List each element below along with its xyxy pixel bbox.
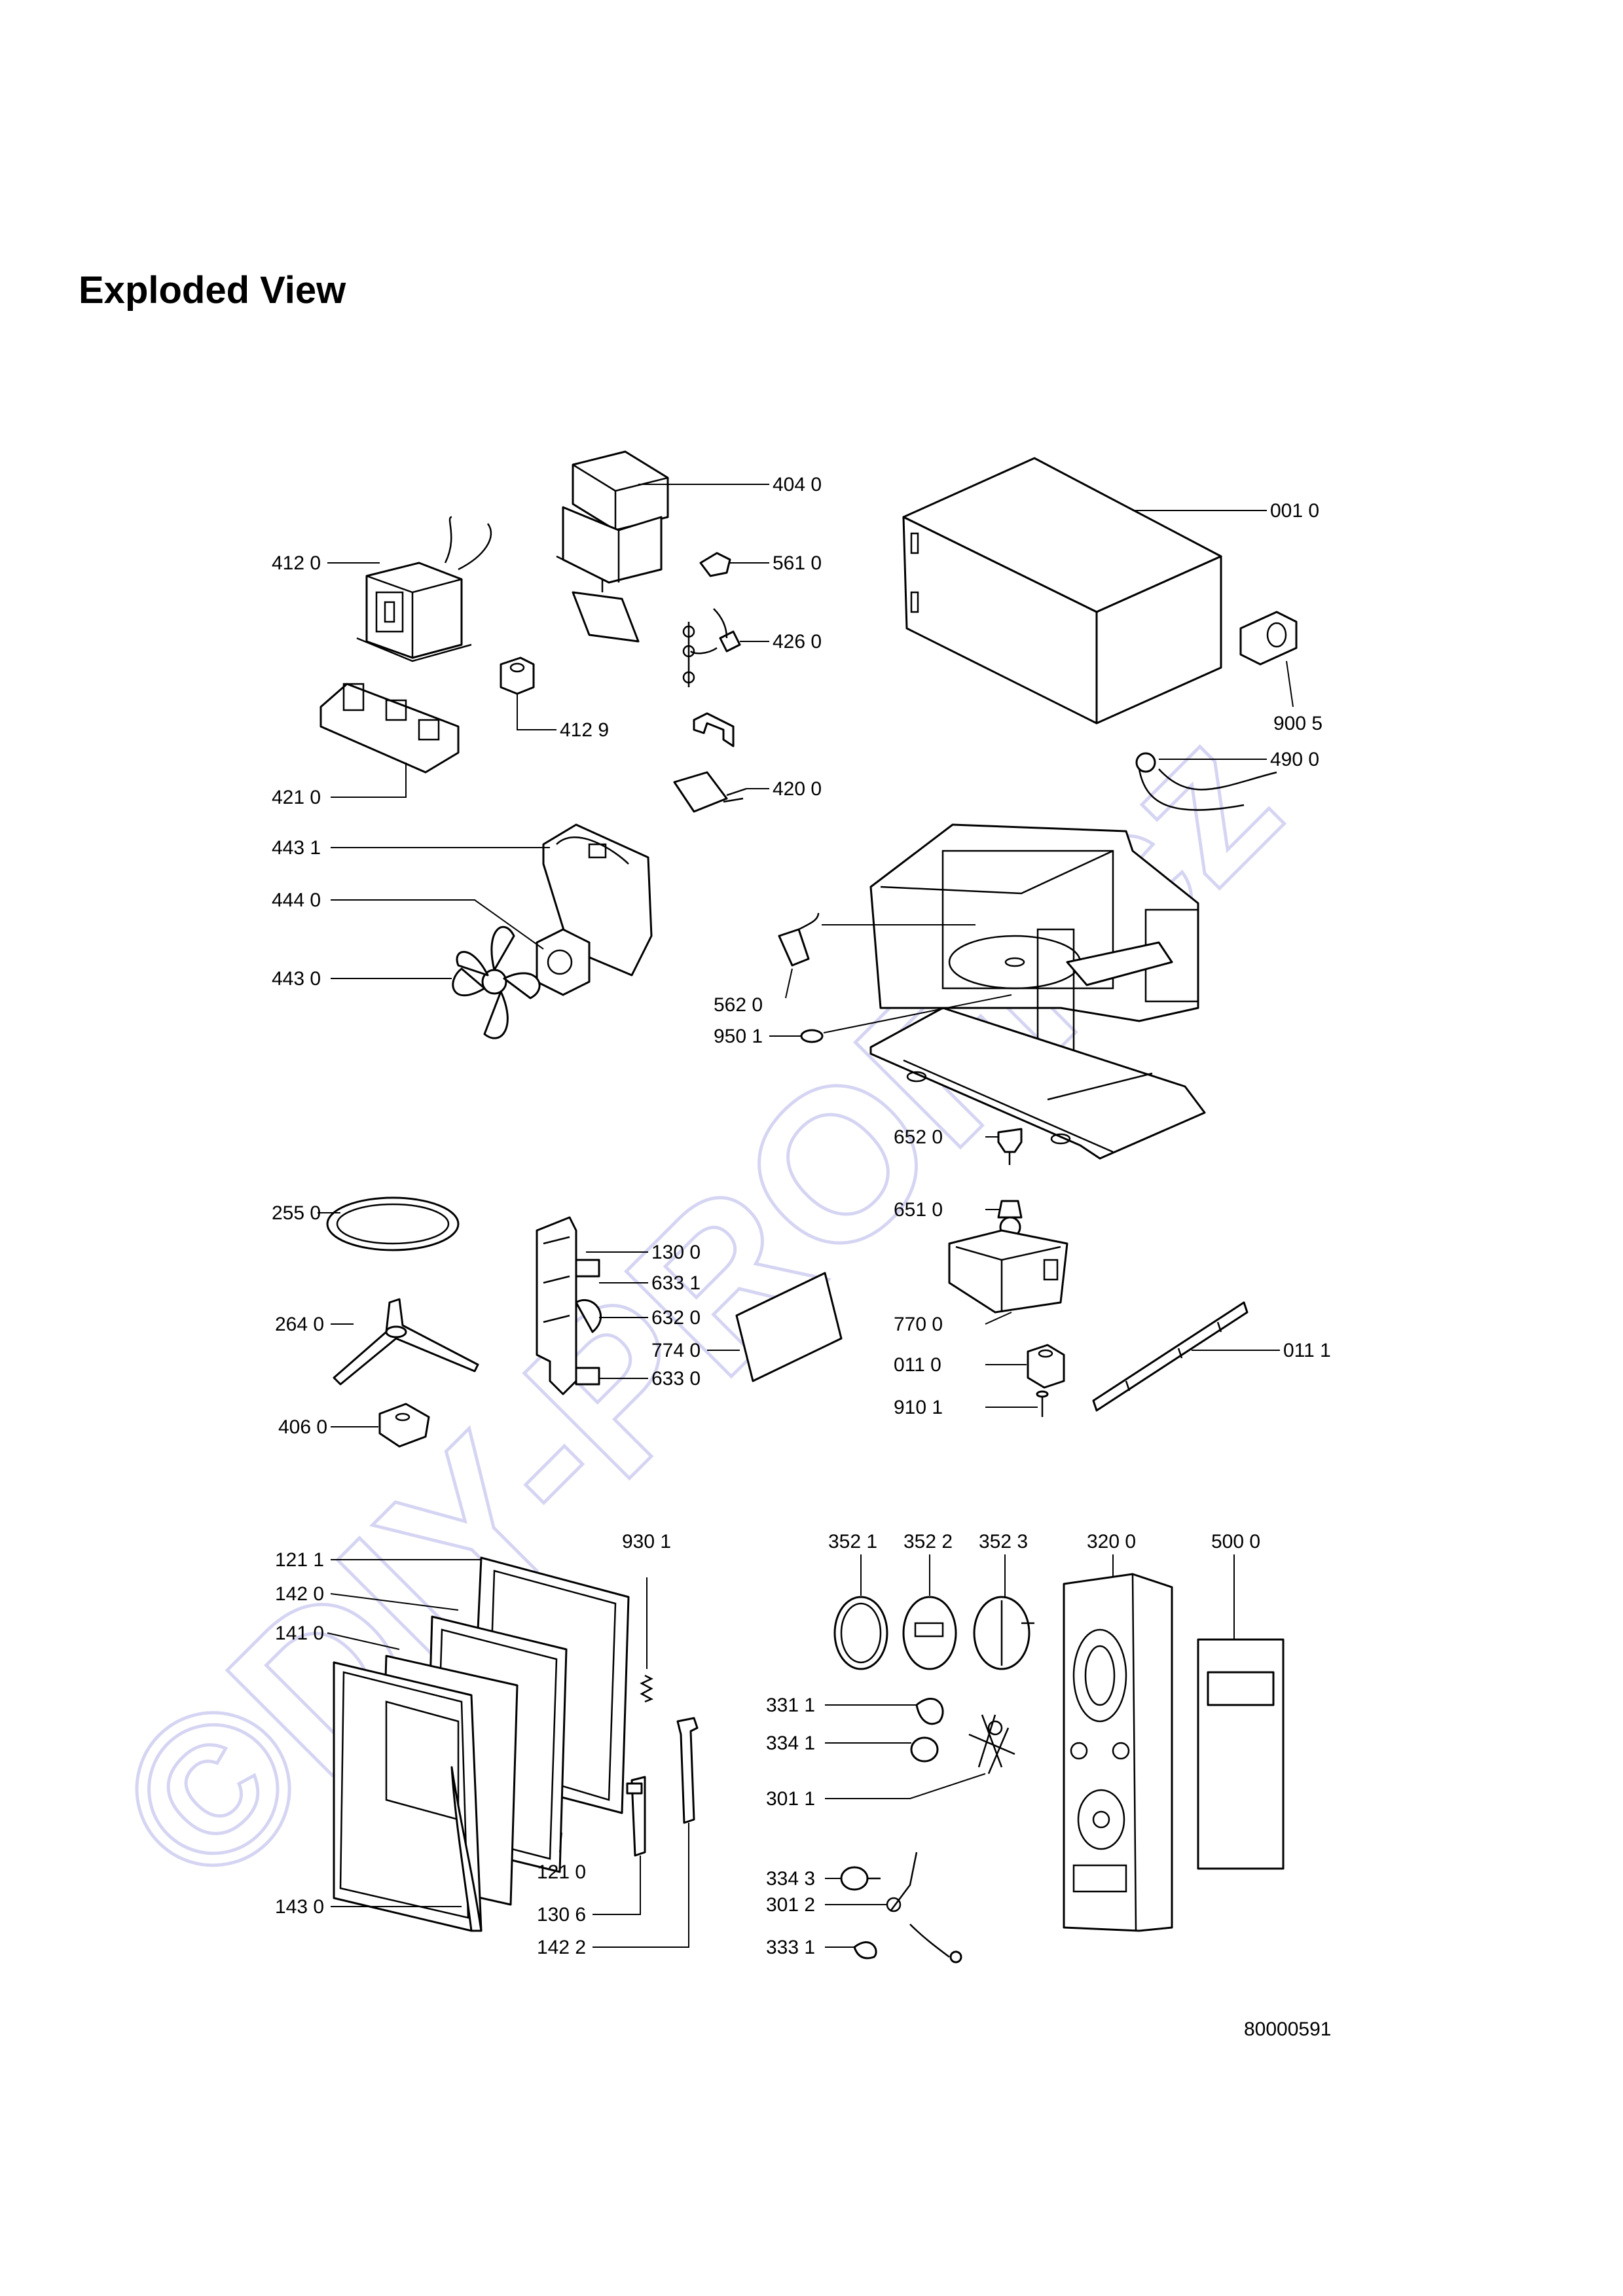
callout-011-0: 011 0 [894, 1354, 941, 1376]
callout-930-1: 930 1 [622, 1531, 671, 1552]
callout-333-1: 333 1 [766, 1937, 815, 1958]
callout-561-0: 561 0 [773, 552, 822, 574]
callout-633-1: 633 1 [651, 1272, 701, 1294]
part-coupler-264 [333, 1298, 479, 1386]
callout-652-0: 652 0 [894, 1126, 943, 1148]
part-duct-770 [948, 1229, 1068, 1314]
part-door-outer-143 [333, 1661, 483, 1932]
callout-443-1: 443 1 [272, 837, 321, 859]
callout-562-0: 562 0 [714, 994, 763, 1016]
callout-632-0: 632 0 [651, 1307, 701, 1329]
callout-301-1: 301 1 [766, 1788, 815, 1810]
callout-352-3: 352 3 [979, 1531, 1028, 1552]
callout-130-0: 130 0 [651, 1242, 701, 1263]
callout-770-0: 770 0 [894, 1314, 943, 1335]
page-title: Exploded View [79, 269, 346, 312]
part-clip [693, 712, 735, 747]
part-sensor-490 [1135, 752, 1277, 811]
part-board-421 [319, 683, 460, 774]
callout-121-0: 121 0 [537, 1861, 586, 1883]
part-switch-011 [1027, 1344, 1065, 1389]
callout-404-0: 404 0 [773, 474, 822, 495]
part-fuse-426 [682, 608, 741, 687]
part-insulation-sheet [572, 591, 640, 643]
callout-334-1: 334 1 [766, 1732, 815, 1754]
callout-774-0: 774 0 [651, 1340, 701, 1361]
callout-426-0: 426 0 [773, 631, 822, 653]
part-screw-910 [1036, 1390, 1049, 1417]
callout-500-0: 500 0 [1211, 1531, 1260, 1552]
callout-011-1: 011 1 [1283, 1340, 1331, 1361]
part-switch-assembly-301-1 [968, 1714, 1015, 1774]
part-561 [699, 552, 731, 577]
callout-143-0: 143 0 [275, 1896, 324, 1918]
callout-406-0: 406 0 [278, 1416, 327, 1438]
part-412-9 [500, 656, 535, 695]
callout-334-3: 334 3 [766, 1868, 815, 1890]
part-fan-motor-444 [536, 928, 591, 996]
callout-910-1: 910 1 [894, 1397, 943, 1418]
callout-412-9: 412 9 [560, 719, 609, 741]
callout-141-0: 141 0 [275, 1623, 324, 1644]
part-fan-blade-443 [452, 925, 541, 1039]
part-disk-352-2 [902, 1596, 957, 1670]
part-roller-ring-255 [326, 1196, 460, 1251]
part-button-334-1 [910, 1736, 939, 1763]
part-switch-assembly-301-2 [886, 1852, 962, 1964]
callout-651-0: 651 0 [894, 1199, 943, 1221]
callout-264-0: 264 0 [275, 1314, 324, 1335]
part-lamp-holder-652 [997, 1128, 1023, 1165]
part-capacitor-420 [673, 771, 747, 813]
part-lever-142 [676, 1717, 699, 1824]
part-washer-950 [800, 1029, 824, 1043]
part-spring-930 [640, 1674, 653, 1703]
callout-490-0: 490 0 [1270, 749, 1319, 770]
drawing-number: 80000591 [1244, 2018, 1331, 2040]
callout-412-0: 412 0 [272, 552, 321, 574]
callout-130-6: 130 6 [537, 1904, 586, 1926]
callout-443-0: 443 0 [272, 968, 321, 990]
part-button-334-3 [840, 1866, 881, 1891]
callout-633-0: 633 0 [651, 1368, 701, 1390]
part-interlock-bracket-130 [536, 1216, 602, 1395]
callout-320-0: 320 0 [1087, 1531, 1136, 1552]
callout-301-2: 301 2 [766, 1894, 815, 1916]
callout-421-0: 421 0 [272, 787, 321, 808]
part-thermal-562 [778, 912, 820, 967]
callout-420-0: 420 0 [773, 778, 822, 800]
part-hv-transformer-412 [356, 516, 492, 662]
part-oven-cavity [869, 823, 1206, 1160]
callout-121-1: 121 1 [275, 1549, 324, 1571]
part-knob-333 [853, 1941, 877, 1960]
callout-142-0: 142 0 [275, 1583, 324, 1605]
callout-001-0: 001 0 [1270, 500, 1319, 522]
part-turntable-motor-406 [378, 1403, 430, 1448]
callout-352-2: 352 2 [903, 1531, 953, 1552]
part-transformer-404 [556, 450, 669, 592]
part-latch-130 [626, 1776, 646, 1857]
part-rail-011 [1092, 1301, 1249, 1412]
part-disk-352-1 [833, 1596, 888, 1670]
part-disk-352-3 [973, 1596, 1034, 1670]
part-knob-331 [915, 1698, 944, 1725]
callout-255-0: 255 0 [272, 1202, 321, 1224]
callout-900-5: 900 5 [1273, 713, 1322, 734]
callout-142-2: 142 2 [537, 1937, 586, 1958]
part-waveguide-cover-774 [735, 1272, 843, 1382]
part-bracket-900 [1239, 611, 1298, 666]
callout-331-1: 331 1 [766, 1695, 815, 1716]
callout-444-0: 444 0 [272, 889, 321, 911]
part-panel-plate-500 [1197, 1638, 1285, 1870]
callout-950-1: 950 1 [714, 1026, 763, 1047]
part-control-panel-320 [1063, 1573, 1173, 1932]
part-cabinet-001 [902, 457, 1222, 725]
callout-352-1: 352 1 [828, 1531, 877, 1552]
